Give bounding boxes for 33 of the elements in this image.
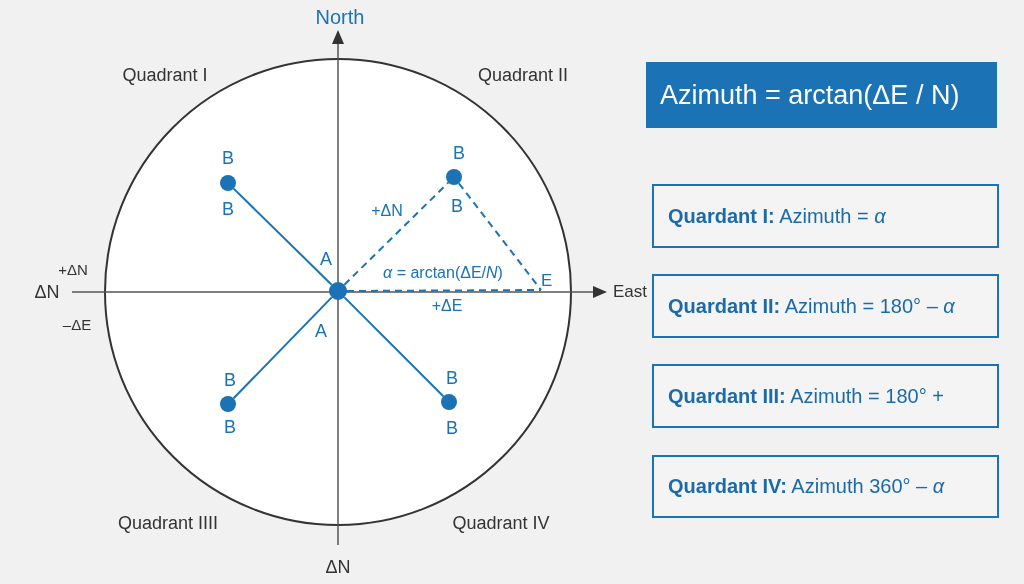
- point-label: B: [222, 147, 234, 169]
- formula-box: Quardant III: Azimuth = 180° +: [652, 364, 999, 428]
- point-label: B: [451, 195, 463, 217]
- dashed-line: [457, 182, 542, 291]
- connector-line: [343, 296, 445, 398]
- axis-label: ΔN: [325, 556, 351, 578]
- point-label: B: [222, 198, 234, 220]
- point-label: B: [224, 369, 236, 391]
- formula-box: Quardant IV: Azimuth 360° – α: [652, 455, 999, 518]
- dashed-line: [343, 181, 450, 286]
- point-label: B: [453, 142, 465, 164]
- point-label: B: [224, 416, 236, 438]
- axis-label: +ΔN: [58, 261, 88, 279]
- formula-box: Quardant II: Azimuth = 180° – α: [652, 274, 999, 338]
- quadrant-label: Quadrant IV: [452, 512, 550, 534]
- axis-label: –ΔE: [62, 316, 92, 334]
- quadrant-label: Quadrant IIII: [117, 512, 219, 534]
- connector-line: [232, 187, 333, 286]
- point-label: A: [315, 320, 327, 342]
- point-label: E: [541, 272, 553, 290]
- axis-label: East: [613, 282, 647, 302]
- point-label: B: [446, 367, 458, 389]
- quadrant-label: Quadrant I: [122, 64, 208, 86]
- axis-label: ΔN: [34, 281, 60, 303]
- connector-line: [232, 296, 333, 400]
- quadrant-label: Quadrant II: [477, 64, 569, 86]
- point-label: B: [446, 417, 458, 439]
- point-label: A: [320, 248, 332, 270]
- axis-label: North: [315, 5, 365, 29]
- angle-formula: α = arctan(ΔE/N): [383, 263, 503, 283]
- formula-banner: Azimuth = arctan(ΔE / N): [646, 62, 997, 128]
- formula-box: Quardant I: Azimuth = α: [652, 184, 999, 248]
- dashed-line: [346, 289, 542, 292]
